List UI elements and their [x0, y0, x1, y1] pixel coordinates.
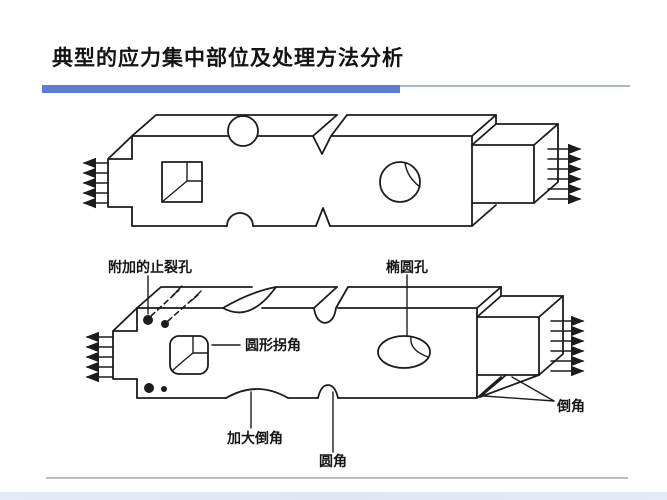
circular-hole	[379, 161, 421, 203]
semicircular-notch-bottom	[226, 212, 254, 227]
chamfer-corner	[476, 374, 540, 399]
bottom-figure-improved-part: 附加的止裂孔 椭圆孔 圆形拐角 加大倒角 圆角 倒角	[85, 259, 585, 469]
semicircular-notch-top	[227, 115, 259, 147]
elliptical-hole	[377, 335, 431, 369]
label-enlarged-fillet: 加大倒角	[226, 430, 283, 446]
label-crack-stop-hole: 附加的止裂孔	[108, 259, 192, 275]
square-hole	[161, 161, 203, 203]
tension-arrows-left	[85, 331, 114, 383]
bar-outline	[131, 114, 497, 227]
left-end-tab	[107, 135, 133, 208]
tension-arrows-left	[82, 157, 109, 209]
right-end-tab	[471, 123, 559, 227]
label-rounded-corner: 圆形拐角	[245, 337, 301, 353]
footer-divider-line	[46, 477, 628, 479]
tension-arrows-right	[547, 143, 582, 205]
v-notch-bottom	[315, 207, 331, 227]
rounded-notch-top	[313, 286, 349, 324]
rounded-square-hole	[169, 335, 209, 375]
v-notch-top	[312, 114, 348, 155]
crack-stop-holes	[143, 285, 202, 393]
footer-accent-strip	[0, 492, 667, 500]
label-fillet: 圆角	[319, 453, 347, 469]
label-elliptical-hole: 椭圆孔	[386, 259, 428, 275]
fillet-notch-bottom	[317, 384, 339, 399]
right-end-tab	[476, 295, 564, 376]
page-title: 典型的应力集中部位及处理方法分析	[52, 46, 404, 70]
title-divider-accent-bar	[42, 85, 400, 93]
leader-lines	[147, 274, 555, 453]
stress-concentration-diagram: 附加的止裂孔 椭圆孔 圆形拐角 加大倒角 圆角 倒角	[82, 114, 585, 469]
large-radius-notch-top	[222, 286, 277, 314]
tension-arrows-right	[550, 315, 585, 377]
enlarged-fillet-notch-bottom	[225, 388, 289, 399]
left-end-tab	[112, 307, 138, 380]
label-chamfer: 倒角	[556, 398, 585, 414]
top-figure-original-part	[82, 114, 582, 227]
